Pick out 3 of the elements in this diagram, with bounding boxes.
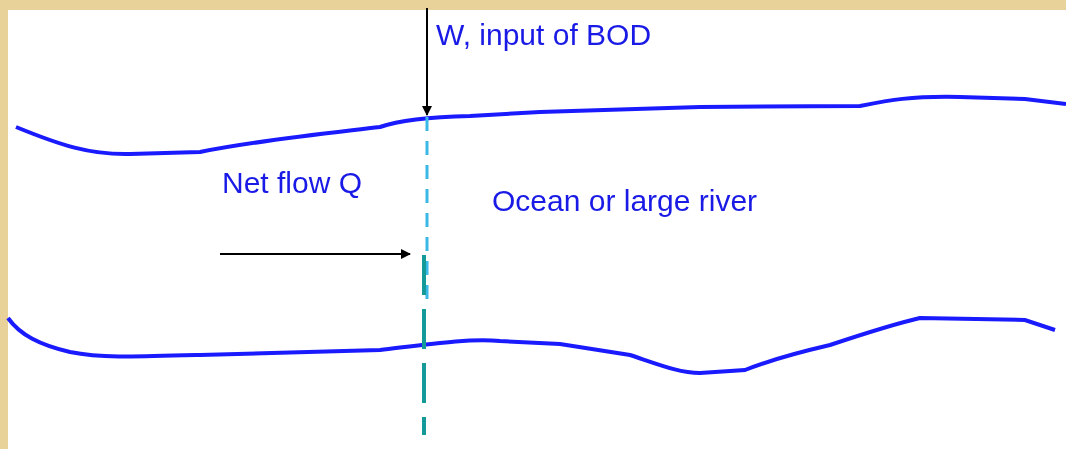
text-label: Net flow Q bbox=[222, 166, 363, 200]
text-label: Ocean or large river bbox=[492, 184, 758, 218]
text-label: W, input of BOD bbox=[436, 18, 652, 52]
